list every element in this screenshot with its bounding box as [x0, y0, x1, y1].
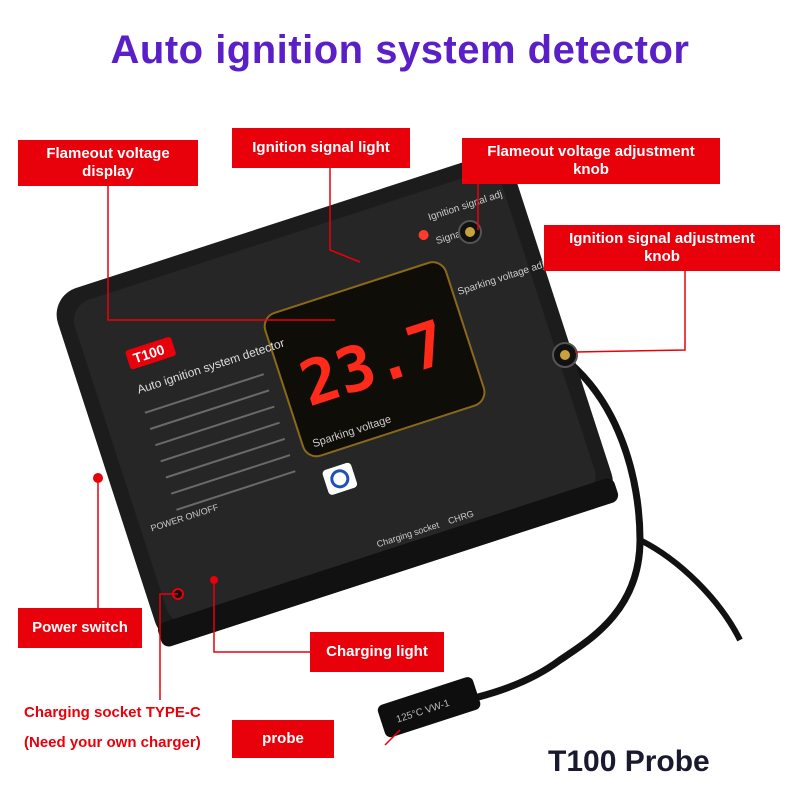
ignition-signal-knob[interactable]: [552, 342, 578, 368]
label-text: Flameout voltage adjustment knob: [487, 143, 695, 178]
probe-cable-tail: [638, 537, 743, 642]
label-flameout-voltage-display: Flameout voltage display: [18, 140, 198, 186]
probe-head[interactable]: 125°C VW-1: [376, 676, 482, 739]
label-text: Charging light: [326, 643, 428, 660]
label-ignition-signal-light: Ignition signal light: [232, 128, 410, 168]
label-flameout-voltage-knob: Flameout voltage adjustment knob: [462, 138, 720, 184]
label-text: Ignition signal adjustment knob: [569, 230, 755, 265]
label-text: probe: [262, 730, 304, 747]
label-charger-note: (Need your own charger): [24, 734, 201, 751]
page-title: Auto ignition system detector: [110, 28, 690, 72]
display-window: [263, 261, 486, 458]
brand-caption: T100 Probe: [548, 745, 710, 778]
model-badge: [125, 336, 176, 370]
label-text: Power switch: [32, 619, 128, 636]
flameout-voltage-knob[interactable]: [458, 220, 482, 244]
label-charging-socket: Charging socket TYPE-C: [24, 704, 201, 721]
brand-logo: [322, 462, 358, 495]
label-power-switch: Power switch: [18, 608, 142, 648]
label-text: Flameout voltage display: [46, 145, 170, 180]
ignition-signal-led: [418, 230, 429, 241]
label-probe: probe: [232, 720, 334, 758]
label-charging-light: Charging light: [310, 632, 444, 672]
label-text: Ignition signal light: [252, 139, 390, 156]
label-ignition-signal-knob: Ignition signal adjustment knob: [544, 225, 780, 271]
probe-cable: [416, 351, 644, 714]
callout-lines: [97, 165, 686, 746]
instruction-text-block: [144, 373, 296, 511]
